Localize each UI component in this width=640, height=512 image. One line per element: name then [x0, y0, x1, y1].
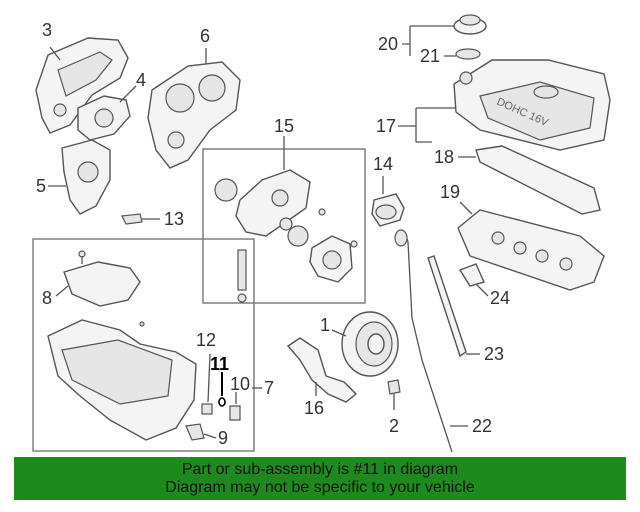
callout-22[interactable]: 22	[472, 416, 492, 436]
notice-banner: Part or sub-assembly is #11 in diagram D…	[14, 457, 626, 500]
timing-cover-part-3[interactable]	[35, 37, 129, 134]
callout-11[interactable]: 11	[210, 354, 229, 374]
timing-belt-cover-part-4[interactable]	[77, 95, 131, 141]
valve-cover-gasket-part-19[interactable]	[457, 209, 605, 291]
callout-16[interactable]: 16	[304, 398, 324, 418]
callout-23[interactable]: 23	[484, 344, 504, 364]
drain-plug-gasket-part-11[interactable]	[218, 397, 226, 407]
crank-pulley-part-1[interactable]	[341, 311, 399, 377]
gasket-strip-part-18[interactable]	[475, 145, 601, 215]
callout-10[interactable]: 10	[230, 374, 250, 394]
bolt-part-2[interactable]	[387, 379, 401, 410]
oil-pump-part-15[interactable]	[214, 169, 358, 303]
callout-14[interactable]: 14	[373, 154, 393, 174]
callout-12[interactable]: 12	[196, 330, 216, 350]
callout-1[interactable]: 1	[320, 315, 330, 335]
callout-4[interactable]: 4	[136, 70, 146, 90]
oil-strainer-part-8[interactable]	[63, 250, 141, 307]
fitting-part-9[interactable]	[185, 423, 205, 441]
bolt-part-13[interactable]	[121, 213, 143, 225]
leader-24	[475, 283, 489, 297]
callout-21[interactable]: 21	[420, 46, 440, 66]
callout-3[interactable]: 3	[42, 20, 52, 40]
oil-cap-part-20[interactable]	[453, 14, 487, 35]
leader-8	[55, 285, 69, 297]
banner-line-1: Part or sub-assembly is #11 in diagram	[181, 461, 459, 478]
oil-filter-part-14[interactable]	[371, 193, 405, 227]
leader-19	[459, 201, 473, 215]
drain-plug-part-12[interactable]	[201, 403, 213, 415]
dipstick-part-22[interactable]	[394, 229, 453, 453]
callout-15[interactable]: 15	[274, 116, 294, 136]
leader-9	[203, 433, 217, 439]
cap-gasket-part-21[interactable]	[455, 48, 481, 60]
callout-20[interactable]: 20	[378, 34, 398, 54]
leader-4	[119, 85, 137, 103]
valve-cover-part-17[interactable]: DOHC 16V	[453, 59, 611, 151]
leader-12	[207, 353, 211, 403]
callout-5[interactable]: 5	[36, 176, 46, 196]
callout-18[interactable]: 18	[434, 147, 454, 167]
dipstick-tube-part-23[interactable]	[427, 255, 467, 358]
oil-pickup-part-16[interactable]	[286, 337, 358, 403]
oil-pan-group-box	[32, 238, 255, 452]
rear-timing-cover-part-6[interactable]	[147, 61, 241, 169]
callout-2[interactable]: 2	[389, 416, 399, 436]
callout-19[interactable]: 19	[440, 182, 460, 202]
leader-1	[331, 329, 347, 337]
leader-3	[49, 46, 61, 61]
callout-9[interactable]: 9	[218, 428, 228, 448]
leader-17	[398, 107, 456, 143]
callout-13[interactable]: 13	[164, 209, 184, 229]
leader-20	[402, 25, 454, 56]
callout-6[interactable]: 6	[200, 26, 210, 46]
plug-part-10[interactable]	[229, 405, 241, 421]
oil-pan-part-7[interactable]	[47, 319, 197, 441]
lower-timing-cover-part-5[interactable]	[61, 139, 111, 215]
callout-24[interactable]: 24	[490, 288, 510, 308]
callout-7[interactable]: 7	[264, 378, 274, 398]
callout-17[interactable]: 17	[376, 116, 396, 136]
callout-8[interactable]: 8	[42, 288, 52, 308]
banner-line-2: Diagram may not be specific to your vehi…	[165, 479, 475, 496]
bracket-part-24[interactable]	[458, 263, 485, 287]
